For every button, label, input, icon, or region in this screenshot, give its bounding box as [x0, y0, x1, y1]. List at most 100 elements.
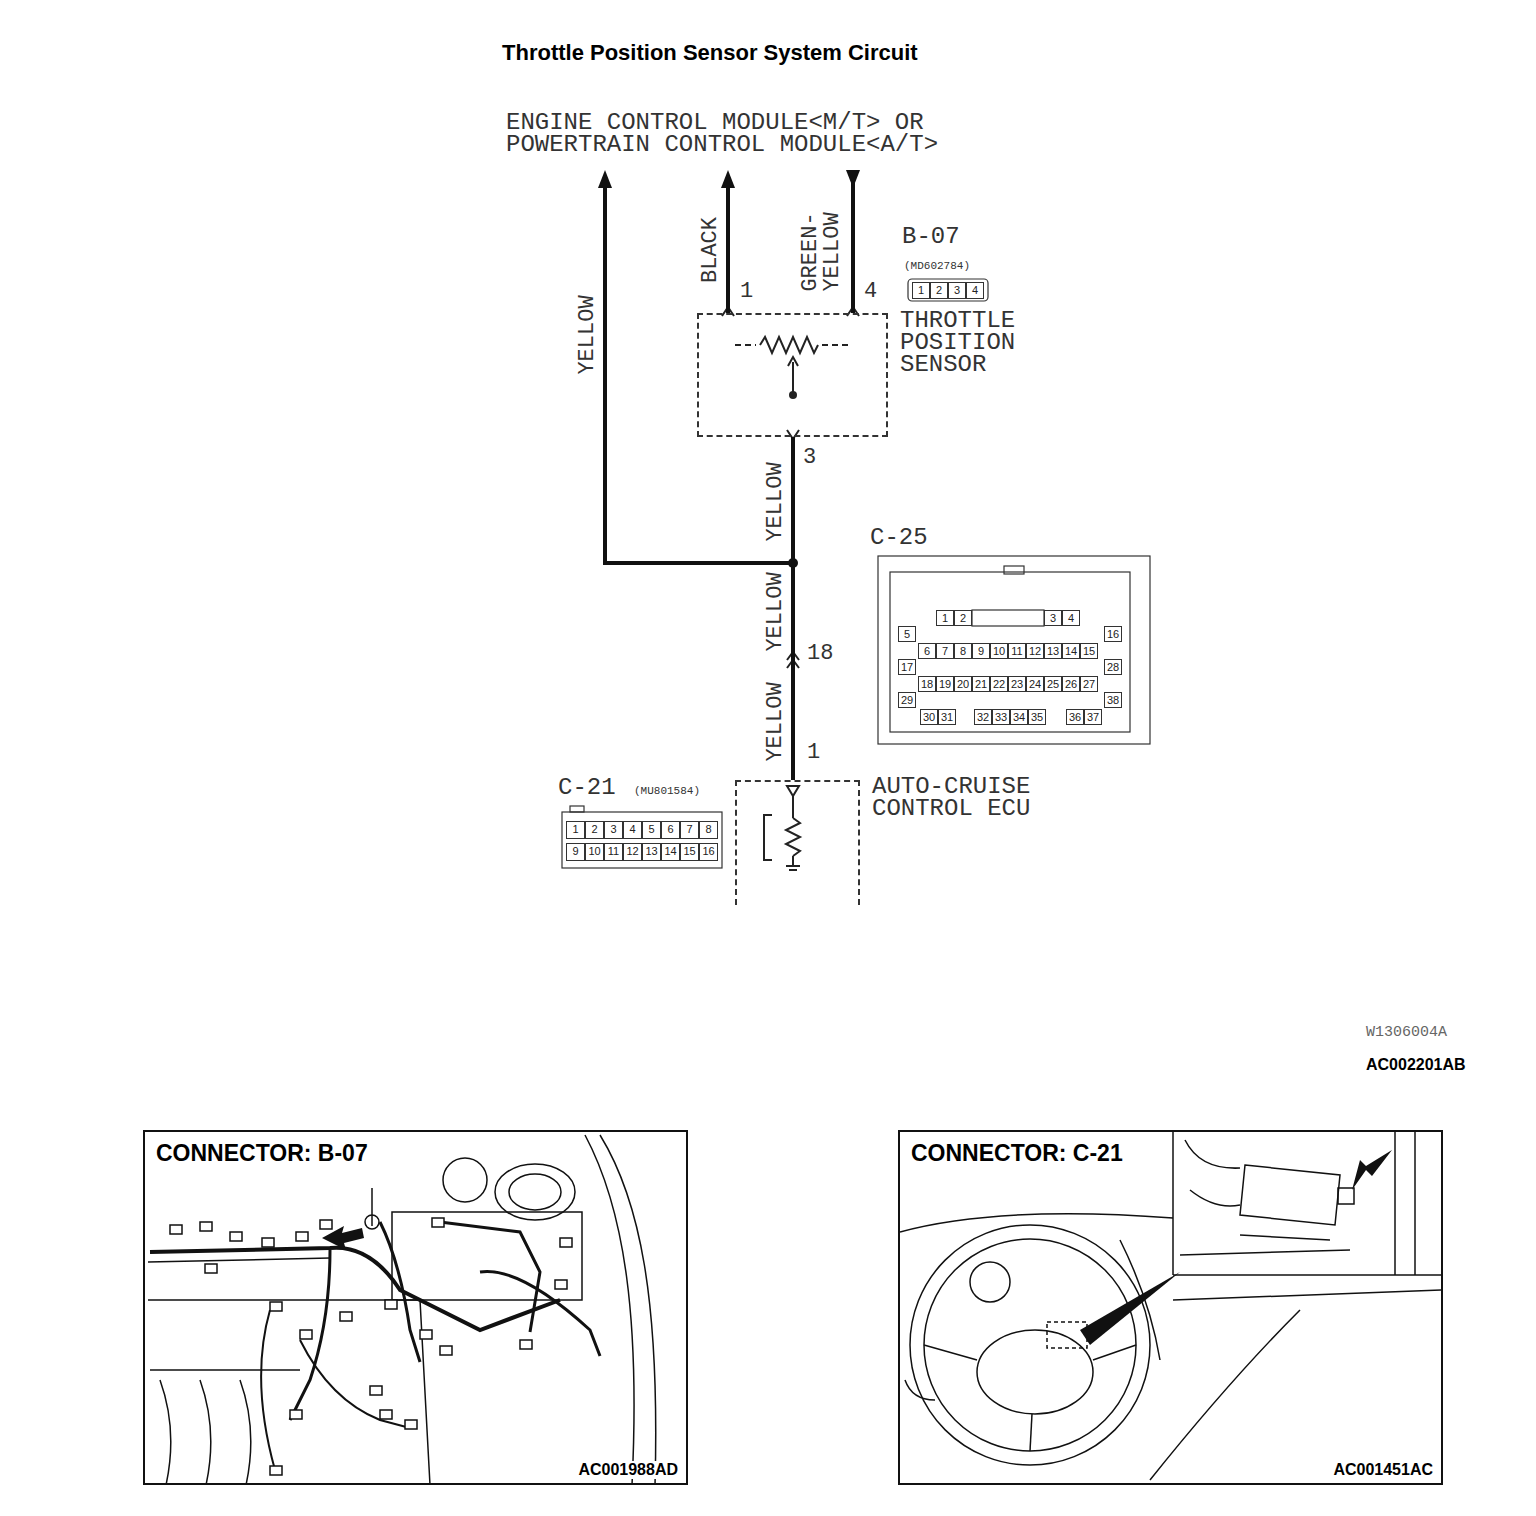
- engine-bay-illustration: [270, 1302, 282, 1311]
- resistor-symbol: [760, 337, 818, 353]
- pin-number: 26: [1063, 677, 1079, 691]
- wire: [793, 437, 794, 780]
- engine-bay-illustration: [150, 1369, 300, 1371]
- title-holder: Throttle Position Sensor System Circuit: [502, 40, 918, 66]
- pin-number: 7: [681, 822, 698, 836]
- pin-cell: 13: [642, 843, 661, 861]
- pin-cell: 3: [604, 821, 623, 839]
- engine-bay-illustration: [300, 1330, 312, 1339]
- engine-bay-illustration: [300, 1340, 410, 1428]
- connector-housing: [972, 610, 1044, 626]
- pin-number: 12: [624, 844, 641, 858]
- wire: [598, 170, 793, 563]
- connector-housing: [878, 556, 1150, 744]
- wire-color: BLACK: [700, 217, 722, 283]
- pin-number: 16: [700, 844, 717, 858]
- engine-bay-illustration: [148, 1300, 430, 1483]
- pin-number: 18: [919, 677, 935, 691]
- pin-cell: 2: [954, 610, 972, 626]
- engine-bay-illustration: [420, 1330, 432, 1339]
- view-title-holder: CONNECTOR: B-07: [153, 1140, 371, 1166]
- wire-color: YELLOW: [765, 682, 787, 761]
- wire-line: [851, 178, 855, 313]
- pin-cell: 1: [566, 821, 585, 839]
- pin-number: 9: [567, 844, 584, 858]
- pin-number: 2: [931, 283, 947, 297]
- dashboard-illustration: [924, 1239, 1136, 1451]
- wire-color: YELLOW: [765, 572, 787, 651]
- pin-number-holder: 1: [807, 742, 820, 764]
- pin-cell: 14: [661, 843, 680, 861]
- engine-bay-illustration: [380, 1410, 392, 1419]
- pin-number: 3: [803, 447, 816, 469]
- pin-cell: 25: [1044, 676, 1062, 692]
- pin-number: 31: [939, 710, 955, 724]
- pin-chevron: [722, 307, 859, 668]
- pin-number: 11: [605, 844, 622, 858]
- view-title: CONNECTOR: B-07: [153, 1140, 371, 1166]
- engine-bay-illustration: [365, 1215, 379, 1229]
- pin-number: 5: [643, 822, 660, 836]
- pin-number: 20: [955, 677, 971, 691]
- engine-bay-illustration: [205, 1264, 217, 1273]
- pin-number: 6: [662, 822, 679, 836]
- ecu-box: AUTO-CRUISE CONTROL ECU: [735, 780, 860, 905]
- pin-number: 24: [1027, 677, 1043, 691]
- pin-cell: 35: [1028, 709, 1046, 725]
- pin-number: 16: [1105, 627, 1121, 641]
- engine-bay-illustration: [440, 1346, 452, 1355]
- pin-cell: 27: [1080, 676, 1098, 692]
- pin-number: 4: [967, 283, 983, 297]
- connector-housing: [562, 812, 722, 868]
- pin-cell: 16: [1104, 626, 1122, 642]
- figure-code-holder: AC001451AC: [1331, 1461, 1435, 1479]
- pin-number: 4: [864, 281, 877, 303]
- pin-number: 2: [586, 822, 603, 836]
- pin-cell: 36: [1066, 709, 1084, 725]
- engine-bay-illustration: [380, 1222, 420, 1362]
- pin-cell: 31: [938, 709, 956, 725]
- figure-code: AC002201AB: [1366, 1056, 1466, 1074]
- pin-number: 28: [1105, 660, 1121, 674]
- ecu-input-symbol: [792, 796, 794, 818]
- pin-number: 29: [899, 693, 915, 707]
- pin-cell: 10: [990, 643, 1008, 659]
- engine-bay-illustration: [148, 1258, 330, 1262]
- pin-number-holder: 18: [807, 643, 833, 665]
- pin-number: 14: [1063, 644, 1079, 658]
- ecu-input-symbol: [789, 869, 797, 871]
- resistor-symbol: [792, 362, 794, 395]
- dashboard-illustration: [1093, 1345, 1136, 1360]
- pin-cell: 32: [974, 709, 992, 725]
- engine-bay-illustration: [405, 1420, 417, 1429]
- dashboard-illustration: [1240, 1235, 1330, 1240]
- pin-cell: 12: [1026, 643, 1044, 659]
- engine-bay-illustration: [443, 1158, 487, 1202]
- engine-bay-illustration: [290, 1250, 330, 1420]
- dashed-outline: [735, 780, 860, 905]
- pin-cell: 8: [954, 643, 972, 659]
- connector-id-holder: C-21: [558, 777, 616, 799]
- pin-cell: 34: [1010, 709, 1028, 725]
- engine-bay-illustration: [150, 1248, 560, 1330]
- dashboard-illustration: [900, 1132, 1441, 1480]
- pin-number: 8: [700, 822, 717, 836]
- engine-bay-illustration: [520, 1340, 532, 1349]
- dashboard-illustration: [910, 1225, 1150, 1465]
- arrow-head: [846, 170, 860, 188]
- figure-code-holder: AC001988AD: [576, 1461, 680, 1479]
- dashboard-illustration: [977, 1330, 1093, 1414]
- pin-number: 35: [1029, 710, 1045, 724]
- pin-number: 30: [921, 710, 937, 724]
- pin-number: 17: [899, 660, 915, 674]
- engine-bay-illustration: [585, 1135, 634, 1483]
- dashboard-illustration: [1185, 1140, 1240, 1168]
- engine-bay-illustration: [340, 1312, 352, 1321]
- pin-cell: 23: [1008, 676, 1026, 692]
- pin-number: 11: [1009, 644, 1025, 658]
- dashboard-illustration: [1240, 1165, 1340, 1225]
- wire-color-holder: BLACK: [700, 217, 722, 283]
- pin-cell: 19: [936, 676, 954, 692]
- pin-cell: 2: [930, 282, 948, 299]
- component-name: THROTTLE POSITION SENSOR: [900, 310, 1035, 376]
